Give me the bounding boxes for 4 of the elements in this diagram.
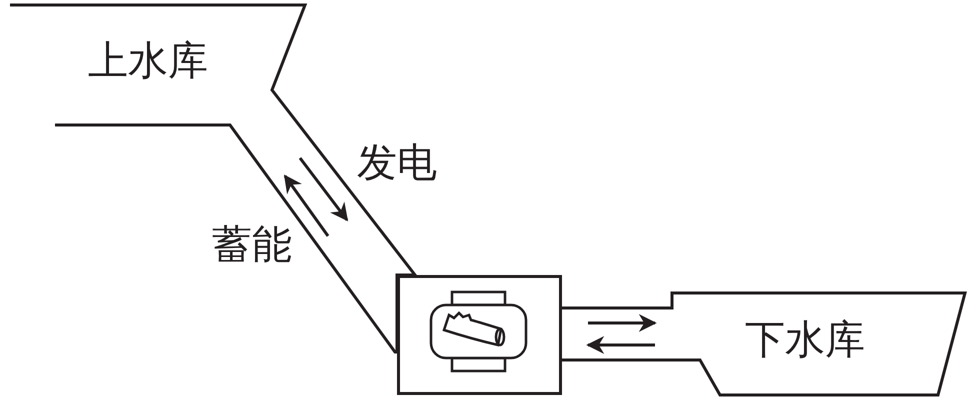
reservoir-label: 下水库 (745, 317, 865, 363)
reservoir-label: 上水库 (88, 38, 208, 84)
flow-label: 发电 (357, 140, 437, 186)
flow-label: 蓄能 (212, 222, 292, 268)
